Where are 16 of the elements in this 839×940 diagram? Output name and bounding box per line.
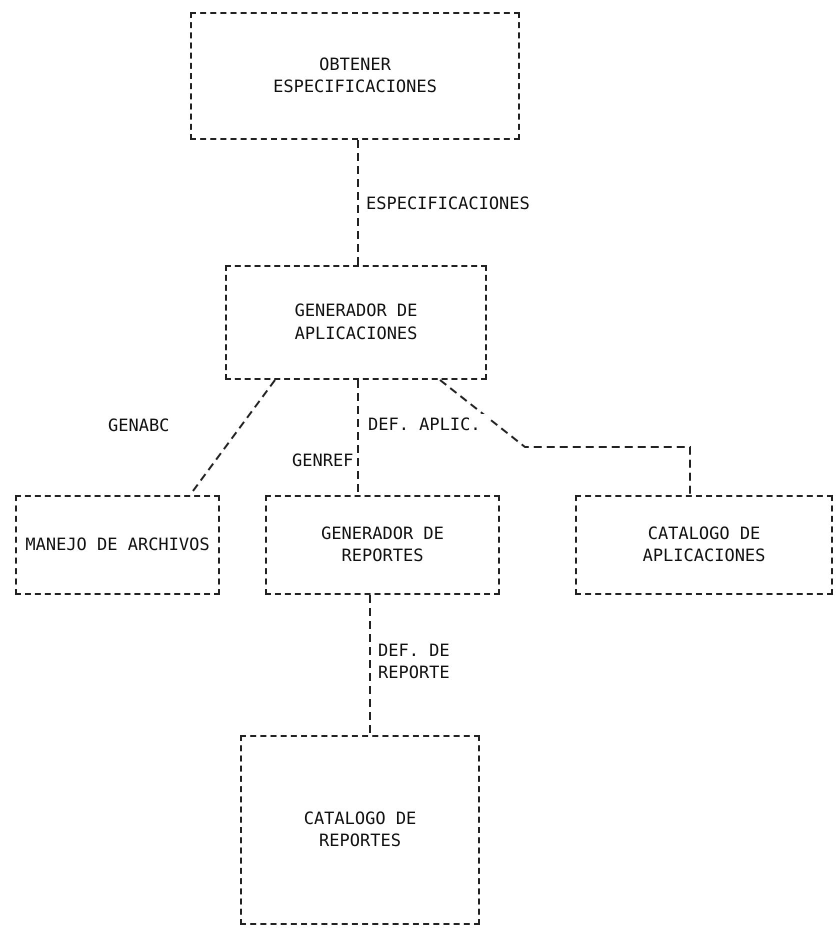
process-box — [190, 12, 520, 140]
box-label: MANEJO DE ARCHIVOS — [25, 534, 210, 556]
process-box — [575, 495, 833, 595]
box-label: GENERADOR DE APLICACIONES — [294, 300, 418, 345]
connector-line — [357, 380, 359, 495]
connector-line — [357, 140, 359, 265]
process-box — [15, 495, 220, 595]
process-box — [225, 265, 487, 380]
box-label: CATALOGO DE APLICACIONES — [642, 522, 766, 568]
connector-line — [369, 595, 371, 735]
box-label: OBTENER ESPECIFICACIONES — [272, 54, 438, 98]
box-label: GENERADOR DE REPORTES — [320, 522, 445, 568]
box-label: CATALOGO DE REPORTES — [302, 808, 418, 852]
connector-line — [439, 379, 691, 495]
process-box — [265, 495, 500, 595]
process-box — [240, 735, 480, 925]
